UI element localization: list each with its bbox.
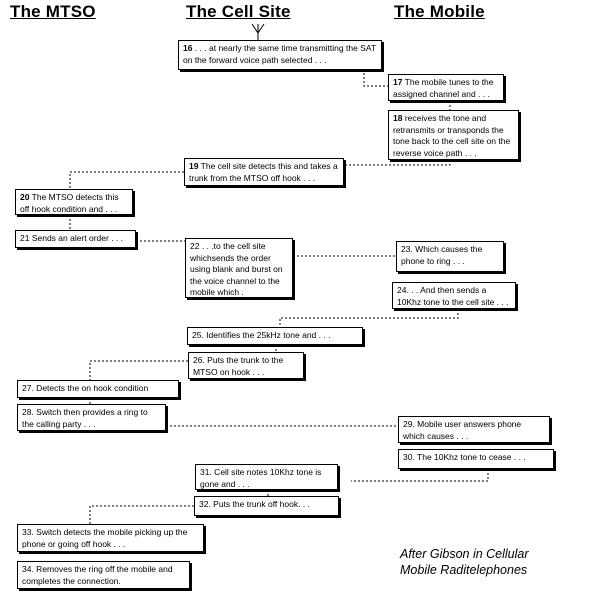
step-34-text: 34. Removes the ring off the mobile and …: [22, 564, 173, 586]
step-19-text: The cell site detects this and takes a t…: [189, 161, 338, 183]
antenna-icon: [251, 23, 265, 42]
step-16-number: 16: [183, 43, 193, 53]
step-23-text: 23. Which causes the phone to ring . . .: [401, 244, 483, 266]
step-20-number: 20: [20, 192, 30, 202]
step-20-box: 20 The MTSO detects this off hook condit…: [15, 189, 133, 215]
step-22-box: 22 . . .to the cell site whichsends the …: [185, 238, 293, 298]
step-27-box: 27. Detects the on hook condition: [17, 380, 179, 398]
step-21-box: 21 Sends an alert order . . .: [15, 230, 136, 248]
step-23-box: 23. Which causes the phone to ring . . .: [396, 241, 504, 272]
step-17-text: The mobile tunes to the assigned channel…: [393, 77, 494, 99]
connector-19-20: [69, 171, 184, 190]
step-28-box: 28. Switch then provides a ring to the c…: [17, 404, 166, 431]
step-24-box: 24. . . And then sends a 10Khz tone to t…: [392, 282, 516, 309]
step-17-box: 17 The mobile tunes to the assigned chan…: [388, 74, 504, 101]
step-26-box: 26. Puts the trunk to the MTSO on hook .…: [188, 352, 304, 379]
step-33-box: 33. Switch detects the mobile picking up…: [17, 524, 204, 552]
step-25-text: 25. Identifies the 25kHz tone and . . .: [192, 330, 331, 340]
connector-24-25: [279, 309, 459, 327]
connector-32-33: [89, 505, 194, 524]
step-26-text: 26. Puts the trunk to the MTSO on hook .…: [193, 355, 284, 377]
step-32-box: 32. Puts the trunk off hook. . .: [194, 496, 339, 516]
step-27-text: 27. Detects the on hook condition: [22, 383, 149, 393]
step-19-number: 19: [189, 161, 199, 171]
step-18-number: 18: [393, 113, 403, 123]
step-31-text: 31. Cell site notes 10Khz tone is gone a…: [200, 467, 322, 489]
step-18-box: 18 receives the tone and retransmits or …: [388, 110, 519, 160]
step-34-box: 34. Removes the ring off the mobile and …: [17, 561, 190, 589]
connector-16-17: [363, 73, 388, 87]
connector-30-31: [351, 469, 489, 482]
step-18-text: receives the tone and retransmits or tra…: [393, 113, 511, 158]
step-28-text: 28. Switch then provides a ring to the c…: [22, 407, 148, 429]
step-29-text: 29. Mobile user answers phone which caus…: [403, 419, 522, 441]
step-30-text: 30. The 10Khz tone to cease . . .: [403, 452, 526, 462]
source-credit: After Gibson in Cellular Mobile Raditele…: [400, 546, 590, 578]
step-21-text: 21 Sends an alert order . . .: [20, 233, 124, 243]
step-30-box: 30. The 10Khz tone to cease . . .: [398, 449, 554, 469]
step-16-box: 16 . . . at nearly the same time transmi…: [178, 40, 382, 70]
step-25-box: 25. Identifies the 25kHz tone and . . .: [187, 327, 363, 345]
step-31-box: 31. Cell site notes 10Khz tone is gone a…: [195, 464, 338, 490]
step-32-text: 32. Puts the trunk off hook. . .: [199, 499, 310, 509]
header-mobile: The Mobile: [394, 2, 485, 21]
connector-26-27: [89, 360, 188, 380]
step-24-text: 24. . . And then sends a 10Khz tone to t…: [397, 285, 509, 307]
step-29-box: 29. Mobile user answers phone which caus…: [398, 416, 550, 443]
step-16-text: . . . at nearly the same time transmitti…: [183, 43, 376, 65]
header-cell-site: The Cell Site: [186, 2, 291, 21]
credit-line-1: After Gibson in Cellular: [400, 547, 529, 561]
step-19-box: 19 The cell site detects this and takes …: [184, 158, 344, 186]
step-20-text: The MTSO detects this off hook condition…: [20, 192, 119, 214]
step-33-text: 33. Switch detects the mobile picking up…: [22, 527, 188, 549]
step-22-text: 22 . . .to the cell site whichsends the …: [190, 241, 283, 297]
credit-line-2: Mobile Raditelephones: [400, 563, 528, 577]
header-mtso: The MTSO: [10, 2, 96, 21]
step-17-number: 17: [393, 77, 403, 87]
